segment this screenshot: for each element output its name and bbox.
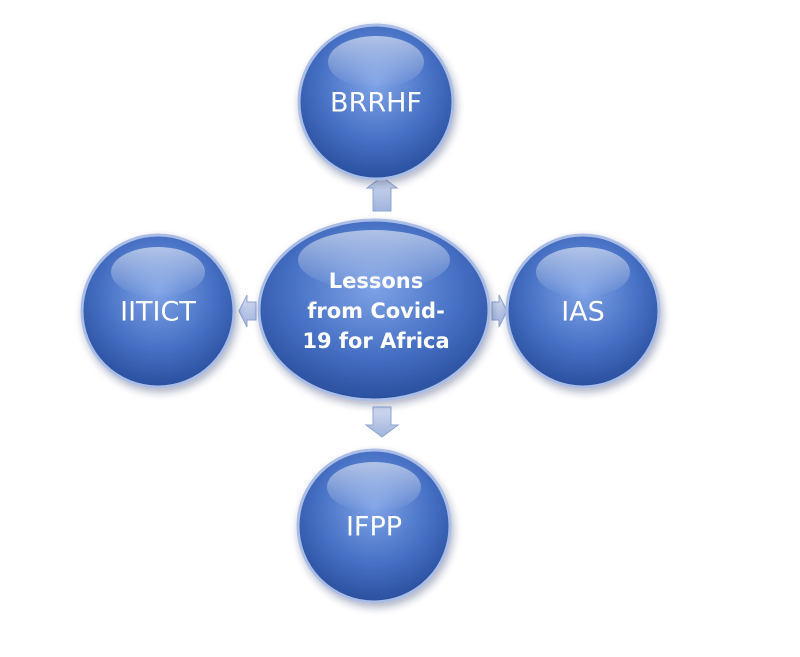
node-left-label: IITICT [120, 297, 196, 328]
node-bottom-label: IFPP [346, 512, 402, 543]
node-right-label: IAS [561, 297, 605, 328]
arrow-up [365, 176, 399, 212]
node-center: Lessons from Covid- 19 for Africa [257, 218, 491, 402]
node-right: IAS [505, 233, 661, 389]
arrow-down [364, 406, 400, 438]
center-label-line-3: 19 for Africa [302, 329, 449, 353]
center-label-line-1: Lessons [329, 269, 424, 293]
node-bottom: IFPP [296, 448, 452, 604]
node-left: IITICT [80, 233, 236, 389]
node-top: BRRHF [297, 23, 455, 181]
node-top-label: BRRHF [330, 88, 422, 119]
center-label-line-2: from Covid- [307, 299, 445, 323]
arrow-left [238, 294, 257, 328]
arrow-right [491, 294, 508, 328]
